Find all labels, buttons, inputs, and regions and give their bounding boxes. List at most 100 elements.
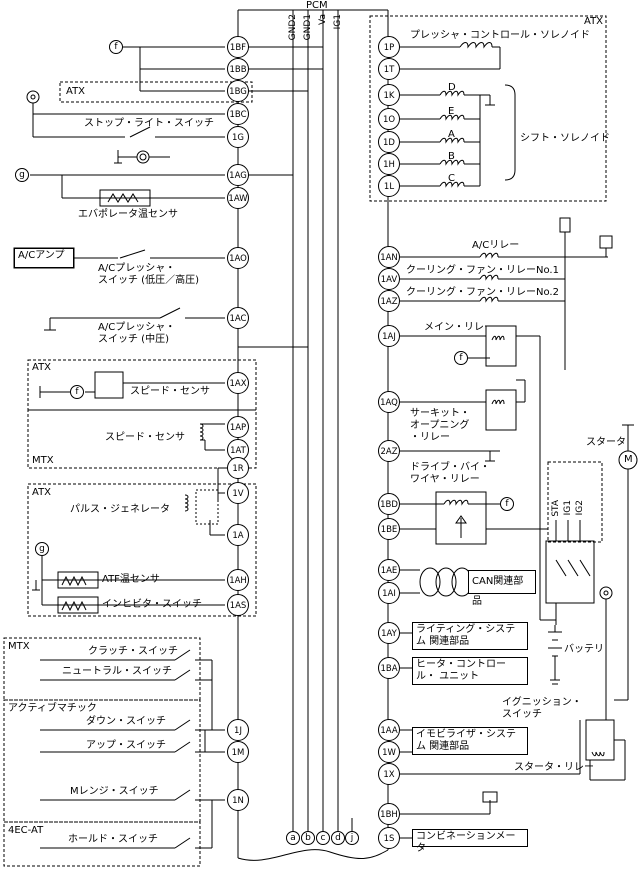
starter-relay-label: スタータ・リレー: [514, 762, 594, 773]
pin-1W: 1W: [378, 741, 400, 763]
pcm-top-pin-ig1: IG1: [333, 14, 343, 30]
stop-light-switch-label: ストップ・ライト・スイッチ: [84, 118, 214, 129]
pin-1AX: 1AX: [227, 372, 249, 394]
pin-1AS: 1AS: [227, 594, 249, 616]
pin-1T: 1T: [378, 58, 400, 80]
mtx-tag-2: MTX: [8, 641, 30, 652]
pin-1AI: 1AI: [378, 582, 400, 604]
connector-f-1: f: [109, 40, 123, 54]
battery-label: バッテリ: [564, 644, 604, 655]
atf-temp-sensor-label: ATF温センサ: [102, 574, 160, 585]
ign-ig1-label: IG1: [563, 500, 573, 516]
pin-1BE: 1BE: [378, 518, 400, 540]
pin-1V: 1V: [227, 482, 249, 504]
pin-1BC: 1BC: [227, 103, 249, 125]
solenoid-b-label: B: [448, 151, 455, 162]
terminal-b: b: [301, 831, 315, 845]
pin-1A: 1A: [227, 524, 249, 546]
pin-1G: 1G: [227, 126, 249, 148]
pcm-top-pin-gnd2: GND2: [288, 14, 298, 41]
terminal-d: d: [331, 831, 345, 845]
pin-2AZ: 2AZ: [378, 440, 400, 462]
lighting-system-box: ライティング・システム 関連部品: [412, 622, 528, 650]
speed-sensor-mtx-label: スピード・センサ: [105, 432, 185, 443]
speed-sensor-atx-label: スピード・センサ: [130, 386, 210, 397]
pin-1D: 1D: [378, 131, 400, 153]
pin-1BA: 1BA: [378, 657, 400, 679]
m-range-switch-label: Mレンジ・スイッチ: [70, 786, 159, 797]
pcm-top-pin-va: Va: [318, 14, 328, 25]
shift-solenoid-label: シフト・ソレノイド: [520, 133, 610, 144]
terminal-c: c: [316, 831, 330, 845]
evap-sensor-label: エバポレータ温センサ: [78, 209, 178, 220]
pcm-title: PCM: [306, 0, 328, 11]
pin-1H: 1H: [378, 153, 400, 175]
ac-amp-box: A/Cアンプ: [14, 248, 74, 268]
atx-tag-1: ATX: [66, 86, 86, 97]
pulse-generator-label: パルス・ジェネレータ: [70, 504, 170, 515]
inhibitor-switch-label: インヒビタ・スイッチ: [102, 599, 202, 610]
connector-f-4: f: [500, 497, 514, 511]
active-matic-label: アクティブマチック: [8, 703, 97, 714]
pin-1AW: 1AW: [227, 187, 249, 209]
pin-1BD: 1BD: [378, 493, 400, 515]
pin-1O: 1O: [378, 108, 400, 130]
atx-tag-right: ATX: [584, 16, 604, 27]
pressure-control-solenoid-label: プレッシャ・コントロール・ソレノイド: [410, 30, 590, 41]
connector-f-3: f: [454, 351, 468, 365]
pin-1AE: 1AE: [378, 559, 400, 581]
heater-control-unit-box: ヒータ・コントロール・ ユニット: [412, 657, 528, 685]
drive-by-wire-relay-label: ドライブ・バイ・ ワイヤ・リレー: [410, 462, 490, 485]
terminal-a: a: [286, 831, 300, 845]
4ec-at-label: 4EC-AT: [8, 825, 44, 836]
ign-ig2-label: IG2: [575, 500, 585, 516]
clutch-switch-label: クラッチ・スイッチ: [88, 646, 178, 657]
pin-1BF: 1BF: [227, 36, 249, 58]
solenoid-e-label: E: [448, 106, 455, 117]
pin-1P: 1P: [378, 36, 400, 58]
hold-switch-label: ホールド・スイッチ: [68, 834, 158, 845]
connector-f-2: f: [70, 385, 84, 399]
cooling-fan-relay-1-label: クーリング・ファン・リレーNo.1: [406, 265, 559, 276]
pin-1AN: 1AN: [378, 246, 400, 268]
connector-g-1: g: [15, 168, 29, 182]
ignition-switch-label: イグニッション・ スイッチ: [502, 697, 582, 720]
ac-pressure-mid-label: A/Cプレッシャ・ スイッチ (中圧): [98, 322, 176, 345]
pin-1L: 1L: [378, 175, 400, 197]
connector-g-2: g: [35, 542, 49, 556]
pin-1S: 1S: [378, 827, 400, 849]
pin-1K: 1K: [378, 84, 400, 106]
solenoid-c-label: C: [448, 173, 455, 184]
pin-1BB: 1BB: [227, 58, 249, 80]
solenoid-d-label: D: [448, 82, 456, 93]
pcm-body: [237, 9, 389, 861]
pin-1BG: 1BG: [227, 80, 249, 102]
up-switch-label: アップ・スイッチ: [86, 740, 166, 751]
ac-pressure-high-label: A/Cプレッシャ・ スイッチ (低圧／高圧): [98, 263, 199, 286]
pin-1R: 1R: [227, 457, 249, 479]
pin-1J: 1J: [227, 719, 249, 741]
circuit-opening-relay-label: サーキット・ オープニング ・リレー: [410, 408, 470, 443]
pin-1AZ: 1AZ: [378, 290, 400, 312]
pin-1X: 1X: [378, 763, 400, 785]
ac-relay-label: A/Cリレー: [472, 240, 520, 251]
pcm-top-pin-gnd1: GND1: [303, 14, 313, 41]
starter-label: スタータ: [586, 437, 626, 448]
down-switch-label: ダウン・スイッチ: [86, 716, 166, 727]
pin-1AV: 1AV: [378, 268, 400, 290]
pin-1AG: 1AG: [227, 164, 249, 186]
atx-tag-2: ATX: [32, 362, 52, 373]
terminal-j: j: [345, 831, 359, 845]
pin-1AJ: 1AJ: [378, 325, 400, 347]
can-parts-box: CAN関連部品: [468, 570, 536, 607]
main-relay-label: メイン・リレー: [424, 322, 494, 333]
pin-1AP: 1AP: [227, 416, 249, 438]
pin-1AH: 1AH: [227, 569, 249, 591]
mtx-tag-1: MTX: [32, 455, 54, 466]
pin-1AC: 1AC: [227, 307, 249, 329]
pcm-internal-lines: [238, 10, 353, 832]
atx-tag-3: ATX: [32, 487, 52, 498]
pin-1AY: 1AY: [378, 622, 400, 644]
pin-1M: 1M: [227, 741, 249, 763]
